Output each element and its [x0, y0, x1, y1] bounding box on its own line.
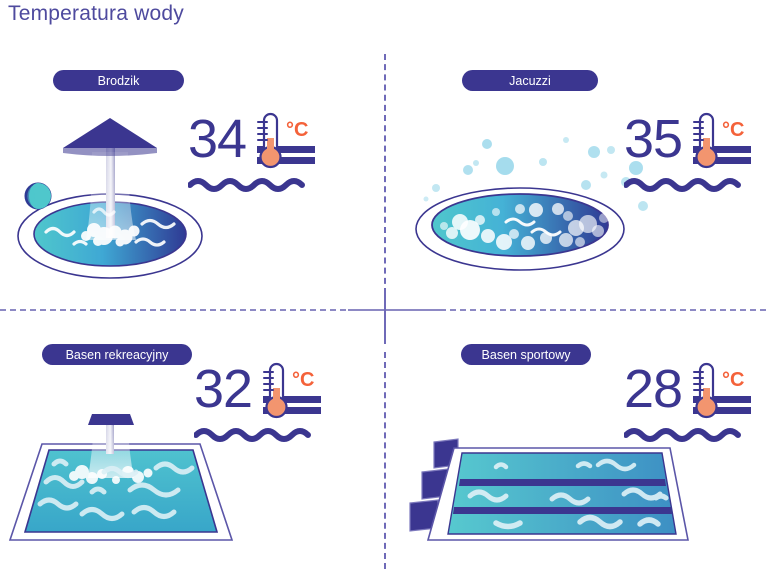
page-title: Temperatura wody: [8, 2, 184, 25]
wave-underline: [624, 428, 741, 442]
unit-label: °C: [722, 119, 744, 141]
badge-jacuzzi[interactable]: Jacuzzi: [462, 70, 598, 91]
jacuzzi-illustration: [408, 130, 648, 285]
thermometer-icon: °C: [686, 362, 752, 424]
temperature-value: 32: [194, 359, 253, 419]
temperature-readout-jacuzzi: 35 °C: [624, 112, 756, 192]
thermometer-icon: °C: [250, 112, 316, 174]
temperature-readout-basen-sportowy: 28 °C: [624, 362, 756, 442]
temperature-value: 34: [188, 109, 247, 169]
vertical-divider-bottom: [384, 352, 386, 569]
temperature-readout-basen-rekreacyjny: 32 °C: [194, 362, 326, 442]
wave-underline: [194, 428, 311, 442]
sports-pool-illustration: [400, 420, 690, 570]
badge-basen-sportowy[interactable]: Basen sportowy: [461, 344, 591, 365]
unit-label: °C: [722, 369, 744, 391]
recreational-pool-illustration: [8, 392, 234, 557]
temperature-value: 35: [624, 109, 683, 169]
thermometer-icon: °C: [686, 112, 752, 174]
horizontal-divider-center-solid: [348, 309, 444, 311]
temperature-readout-brodzik: 34 °C: [188, 112, 320, 192]
badge-label: Basen sportowy: [481, 347, 571, 362]
badge-label: Brodzik: [97, 73, 140, 88]
beach-ball-icon: [24, 182, 52, 210]
badge-label: Jacuzzi: [509, 73, 551, 88]
wave-underline: [624, 178, 741, 192]
unit-label: °C: [292, 369, 314, 391]
wave-underline: [188, 178, 305, 192]
vertical-divider-top: [384, 54, 386, 294]
temperature-value: 28: [624, 359, 683, 419]
paddling-pool-illustration: [8, 108, 218, 288]
unit-label: °C: [286, 119, 308, 141]
badge-brodzik[interactable]: Brodzik: [53, 70, 184, 91]
badge-label: Basen rekreacyjny: [65, 347, 169, 362]
vertical-divider-center-solid: [384, 294, 386, 344]
thermometer-icon: °C: [256, 362, 322, 424]
badge-basen-rekreacyjny[interactable]: Basen rekreacyjny: [42, 344, 192, 365]
